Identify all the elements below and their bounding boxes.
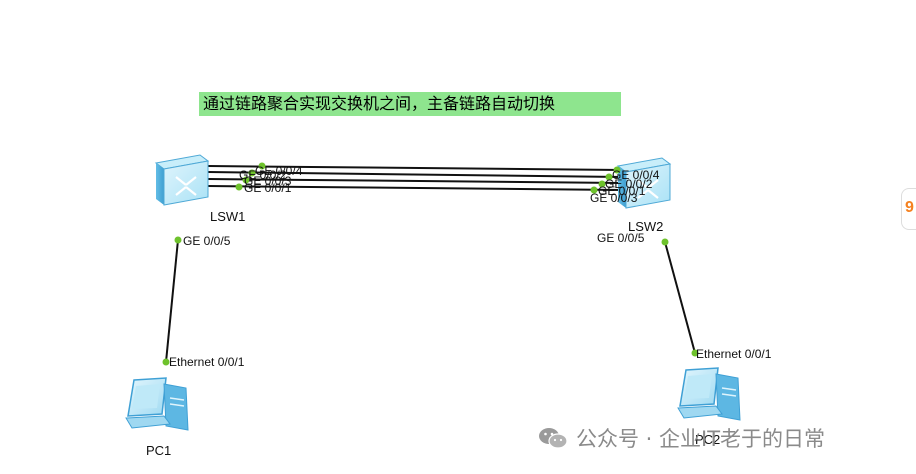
port-indicators bbox=[162, 162, 699, 366]
port-label: GE 0/0/3 bbox=[590, 191, 638, 205]
port-dot bbox=[162, 358, 170, 366]
port-dot bbox=[590, 186, 598, 194]
port-label: Ethernet 0/0/1 bbox=[169, 355, 245, 369]
port-label: GE 0/0/3 bbox=[244, 174, 292, 188]
side-float-tab-glyph: 9 bbox=[905, 199, 914, 216]
port-dot bbox=[598, 180, 606, 188]
port-label: GE 0/0/2 bbox=[239, 168, 287, 182]
diagram-title-banner: 通过链路聚合实现交换机之间，主备链路自动切换 bbox=[199, 92, 621, 116]
side-float-tab[interactable]: 9 bbox=[901, 188, 916, 230]
port-dot bbox=[258, 162, 266, 170]
eth-trunk-links bbox=[207, 165, 623, 191]
device-name-pc1: PC1 bbox=[146, 443, 172, 458]
pc-icon[interactable] bbox=[677, 367, 741, 421]
port-dot bbox=[242, 176, 250, 184]
port-label: GE 0/0/4 bbox=[255, 164, 303, 178]
port-label: GE 0/0/1 bbox=[598, 184, 646, 198]
link-lsw2-pc2 bbox=[664, 241, 696, 354]
port-dot bbox=[691, 349, 699, 357]
link-lsw1-pc1 bbox=[165, 239, 179, 363]
watermark-text: 公众号 · 企业IT老于的日常 bbox=[576, 427, 826, 451]
pc-icon[interactable] bbox=[125, 377, 189, 431]
port-dot bbox=[248, 169, 256, 177]
device-name-lsw1: LSW1 bbox=[210, 209, 246, 224]
port-label: Ethernet 0/0/1 bbox=[696, 347, 772, 361]
watermark: 公众号 · 企业IT老于的日常 bbox=[538, 424, 825, 452]
switch-icon[interactable] bbox=[616, 157, 672, 209]
port-label: GE 0/0/1 bbox=[244, 181, 292, 195]
port-dot bbox=[605, 173, 613, 181]
port-label: GE 0/0/4 bbox=[612, 168, 660, 182]
switch-icon[interactable] bbox=[154, 154, 210, 206]
device-name-pc2: PC2 bbox=[695, 432, 721, 447]
trunk-link-1 bbox=[207, 165, 623, 171]
port-dot bbox=[235, 183, 243, 191]
wechat-icon bbox=[539, 428, 568, 449]
port-dot bbox=[661, 238, 669, 246]
trunk-link-4 bbox=[207, 185, 623, 191]
port-label: GE 0/0/5 bbox=[183, 234, 231, 248]
trunk-link-3 bbox=[207, 178, 623, 184]
port-label: GE 0/0/5 bbox=[597, 231, 645, 245]
port-dot bbox=[174, 236, 182, 244]
port-label: GE 0/0/2 bbox=[605, 177, 653, 191]
trunk-link-2 bbox=[207, 171, 623, 178]
port-dot bbox=[613, 166, 621, 174]
device-name-lsw2: LSW2 bbox=[628, 219, 664, 234]
